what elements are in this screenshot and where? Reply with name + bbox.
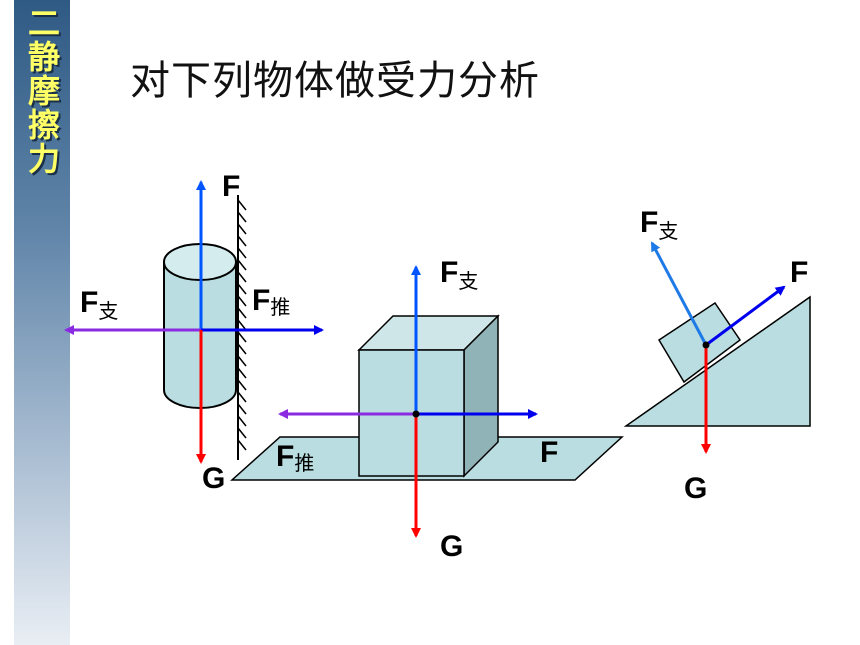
box-scene: F支 F推 F G [230,256,624,563]
cylinder-label-F-push-main: F [252,284,270,317]
cylinder-label-F-support-sub: 支 [98,299,118,323]
incline-scene: F支 F G [623,206,811,505]
cylinder-label-F-support-main: F [80,286,98,319]
cylinder-label-F-push-sub: 推 [270,295,290,319]
box-label-F-push: F推 [276,440,314,475]
box-center-dot [412,410,420,418]
sidebar-band [14,0,70,645]
incline-support-arrow [650,241,708,346]
slide-title: 对下列物体做受力分析 [130,58,540,104]
cylinder-label-F-support: F支 [80,286,118,323]
incline-label-F-support-main: F [640,206,658,239]
box-label-F-support-main: F [440,256,458,289]
box-label-G: G [440,530,463,563]
cylinder-label-G: G [202,462,225,495]
cylinder-scene: F F支 F推 G [64,170,324,495]
box-label-F-push-main: F [276,440,294,473]
incline-label-F: F [790,256,808,289]
incline-block [657,301,742,384]
cylinder-label-F: F [222,170,240,203]
incline-label-F-support-sub: 支 [658,219,678,243]
incline-force-arrow [705,285,786,347]
box-label-F: F [540,436,558,469]
cylinder-label-F-push: F推 [252,284,290,319]
incline-label-F-support: F支 [640,206,678,243]
wall-hatching [237,199,247,451]
section-title: 二静摩擦力 [23,6,61,176]
box-label-F-support-sub: 支 [458,269,478,293]
incline-label-G: G [684,472,707,505]
box-label-F-push-sub: 推 [294,451,314,475]
incline-center-dot [702,341,710,349]
incline-wedge [623,295,811,427]
box-label-F-support: F支 [440,256,478,293]
